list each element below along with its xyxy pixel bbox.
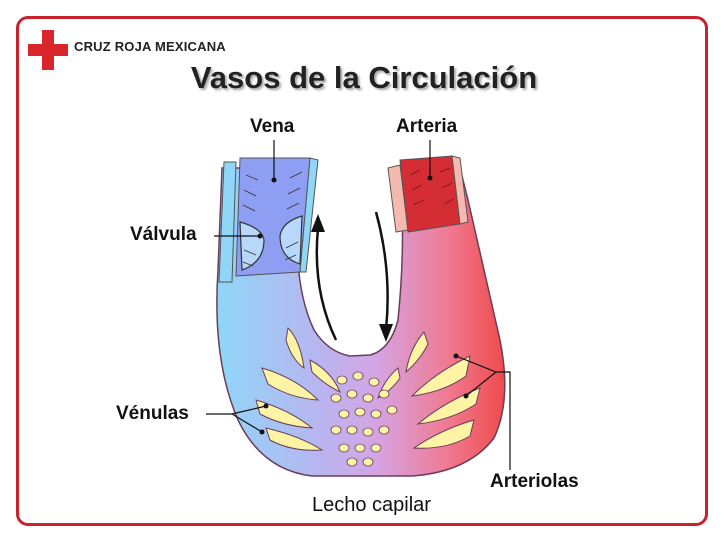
label-arteriolas: Arteriolas bbox=[490, 471, 579, 492]
label-valvula: Válvula bbox=[130, 224, 197, 245]
flow-arrow-down bbox=[374, 211, 389, 331]
page-title: Vasos de la Circulación bbox=[190, 60, 538, 95]
leader-dots bbox=[257, 175, 469, 435]
artery-wall-right bbox=[451, 155, 469, 225]
label-venulas: Vénulas bbox=[116, 403, 189, 424]
red-cross-icon bbox=[28, 30, 68, 70]
label-arteria: Arteria bbox=[396, 116, 458, 137]
label-vena: Vena bbox=[250, 116, 295, 137]
valve-flap-right bbox=[279, 215, 303, 265]
vein-wall-right bbox=[299, 157, 319, 273]
artery-hatching bbox=[409, 167, 455, 206]
arrowhead-up bbox=[311, 214, 325, 232]
capillary-dots bbox=[330, 371, 398, 467]
leader-lines bbox=[206, 140, 511, 470]
tissue-shapes bbox=[255, 326, 481, 451]
valve-flap-left bbox=[239, 221, 265, 271]
arrowhead-down bbox=[379, 324, 393, 342]
label-lecho-capilar: Lecho capilar bbox=[312, 494, 431, 516]
vein-segment bbox=[218, 161, 237, 283]
vein-hatching bbox=[242, 171, 303, 267]
organization-name: CRUZ ROJA MEXICANA bbox=[74, 39, 226, 54]
flow-arrows bbox=[315, 211, 389, 341]
flow-arrow-up bbox=[315, 227, 338, 341]
